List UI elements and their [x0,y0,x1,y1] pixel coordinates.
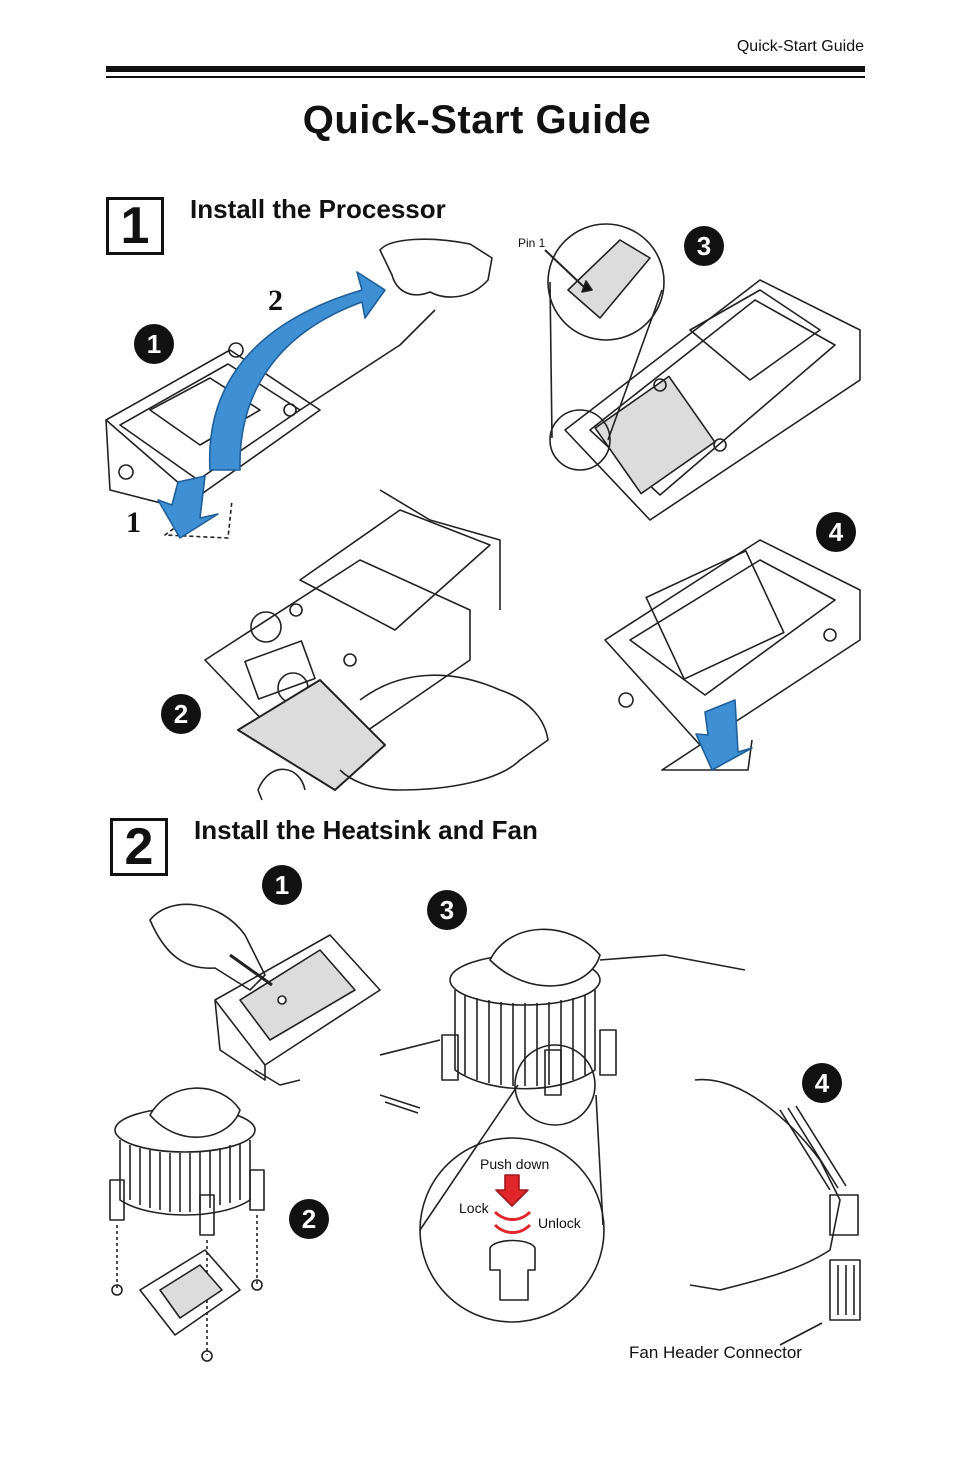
push-arrow [495,1174,529,1207]
hand-illustration [257,674,549,801]
heatsink-illustration [379,928,746,1114]
fan-header [829,1259,861,1321]
section-number-box: 2 [110,818,168,876]
callout-badge [802,1063,842,1103]
page-title: Quick-Start Guide [302,98,652,142]
arrow-label: 2 [268,284,283,317]
zoom-circle [514,1044,596,1126]
socket-illustration [214,934,381,1086]
cpu-chip [237,679,386,791]
zoom-circle [549,409,611,471]
hand-illustration [689,1078,841,1291]
lock-label: Lock [459,1200,490,1216]
heatsink-illustration [109,1087,265,1362]
pin1-pointer [544,249,586,289]
callout-number: 3 [697,231,711,261]
section-heading: Install the Heatsink and Fan [194,815,538,845]
blue-arrow-shape [208,271,386,471]
callout-badge [816,512,856,552]
arrow-label: 1 [126,506,141,539]
unlock-label: Unlock [538,1215,582,1231]
callout-badge [161,694,201,734]
connector-pointer [779,1322,823,1346]
section-number: 1 [120,197,150,255]
zoom-circle [547,223,665,341]
fan-header-label: Fan Header Connector [629,1343,802,1362]
fan-cable [779,1105,847,1191]
push-pin [489,1239,536,1301]
blue-arrow-shape [695,699,753,771]
callout-number: 1 [275,870,289,900]
hand-illustration [149,903,266,991]
callout-badge [289,1199,329,1239]
fan-plug [829,1194,859,1236]
zoom-chip [567,239,651,319]
rotate-arrows [493,1210,532,1234]
callout-number: 2 [174,699,188,729]
socket-illustration [564,279,861,521]
zoom-leader [419,1084,604,1231]
blue-arrow-shape [157,475,219,539]
running-header: Quick-Start Guide [736,38,864,55]
callout-badge [134,324,174,364]
callout-number: 3 [440,895,454,925]
callout-number: 2 [302,1204,316,1234]
section-number-box: 1 [106,197,164,255]
callout-number: 4 [829,517,844,547]
section-heading: Install the Processor [190,194,446,224]
alignment-circle [250,611,282,643]
hand-illustration [379,238,493,298]
callout-number: 1 [147,329,161,359]
callout-badge [684,226,724,266]
pin1-label: Pin 1 [518,236,546,250]
push-down-label: Push down [480,1156,549,1172]
header-rule [106,66,865,72]
callout-badge [262,865,302,905]
pin1-marker [581,280,593,293]
callout-group [134,226,856,1239]
paste-syringe [229,953,273,987]
zoom-leader [549,281,663,441]
callout-number: 4 [815,1068,830,1098]
socket-illustration [604,539,861,771]
header-rule-thin [106,76,865,78]
section-number: 2 [124,818,154,876]
callout-badge [427,890,467,930]
socket-illustration [105,309,436,539]
